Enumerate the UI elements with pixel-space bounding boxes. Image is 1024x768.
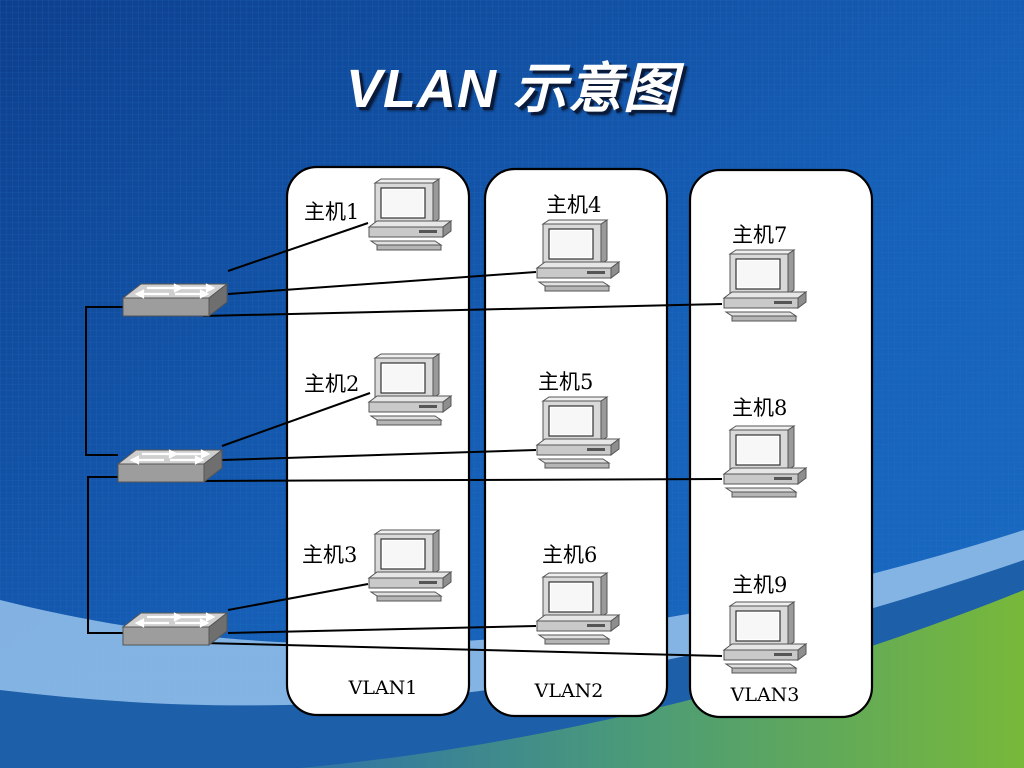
host-label: 主机6	[542, 543, 597, 567]
access-link	[197, 478, 723, 482]
vlan-label: VLAN2	[534, 680, 604, 702]
host-label: 主机1	[304, 200, 359, 224]
access-link	[202, 642, 723, 657]
access-link	[227, 222, 369, 272]
trunk-link	[85, 306, 123, 456]
access-link	[227, 271, 537, 295]
trunk-link	[87, 476, 123, 634]
host-label: 主机3	[302, 543, 357, 567]
switch-icon[interactable]	[121, 611, 229, 647]
vlan-label: VLAN3	[730, 684, 800, 706]
host-label: 主机8	[732, 396, 787, 420]
switch-icon[interactable]	[116, 448, 224, 484]
access-link	[227, 583, 369, 611]
host-label: 主机4	[546, 193, 601, 217]
host-label: 主机9	[732, 573, 787, 597]
host-label: 主机2	[304, 372, 359, 396]
access-link	[221, 392, 371, 447]
host-label: 主机5	[538, 370, 593, 394]
access-link	[227, 625, 537, 634]
access-link	[221, 449, 537, 461]
page-title: VLAN 示意图	[346, 59, 678, 119]
switch-icon[interactable]	[121, 282, 229, 318]
vlan-label: VLAN1	[348, 677, 418, 699]
host-label: 主机7	[732, 223, 787, 247]
access-link	[202, 303, 723, 317]
